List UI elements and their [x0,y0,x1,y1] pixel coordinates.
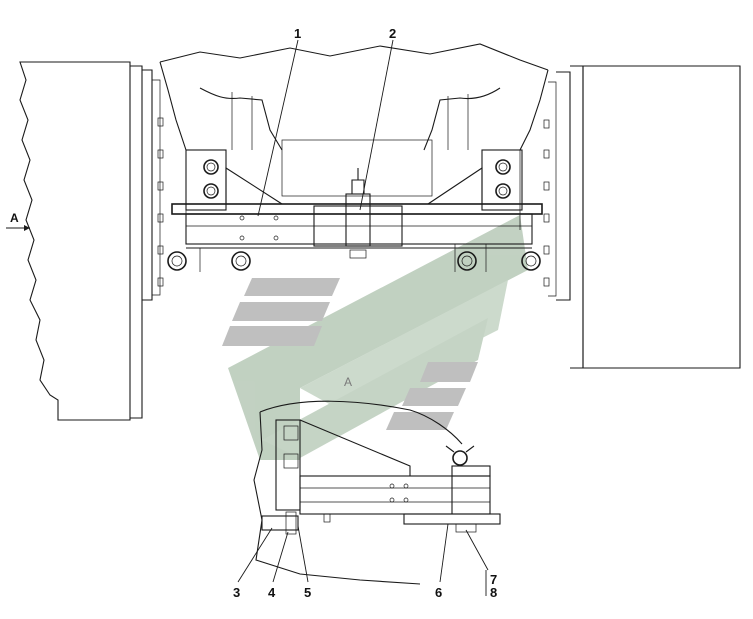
callout-2: 2 [389,26,396,41]
axle-housing [159,43,549,230]
callout-6: 6 [435,585,442,600]
left-wheel [19,61,164,421]
callout-8: 8 [490,585,497,600]
callout-7: 7 [490,572,497,587]
left-hub-bolts [157,117,164,287]
detail-view-a [253,400,501,585]
callout-5: 5 [304,585,311,600]
view-arrow-a: A [6,211,30,231]
callout-1: 1 [294,26,301,41]
leader-lines [237,39,489,596]
right-hub-bolts [543,119,550,287]
callout-4: 4 [268,585,276,600]
right-wheel [543,65,741,369]
crossbeam [167,149,543,272]
detail-view-label: A [344,375,352,389]
callouts: 1 2 3 4 5 6 7 8 [233,26,497,600]
view-arrow-label: A [10,211,19,225]
watermark-logo [222,215,528,460]
callout-3: 3 [233,585,240,600]
